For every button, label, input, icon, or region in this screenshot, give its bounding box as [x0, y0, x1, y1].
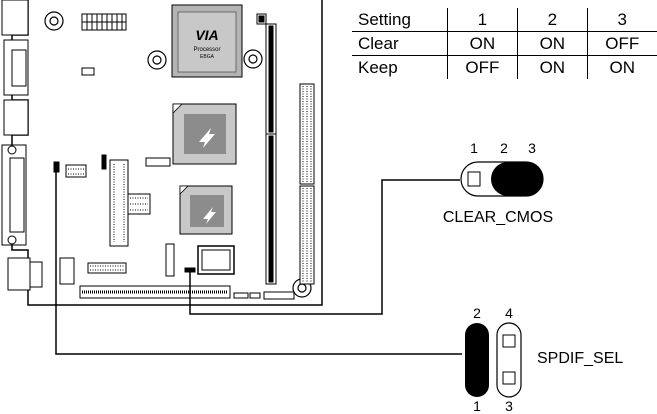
clear-cmos-settings-table: Setting 1 2 3 Clear ON ON OFF Keep OFF O… — [352, 8, 657, 79]
cpu-chip: VIA Processor EBGA — [171, 4, 243, 78]
memory-slots — [265, 23, 315, 285]
table-header-cell: 1 — [446, 8, 519, 32]
south-bridge-chip — [179, 185, 233, 235]
table-cell: ON — [517, 31, 588, 56]
cpu-logo: VIA — [195, 27, 218, 43]
north-bridge-chip — [172, 103, 237, 165]
table-header-cell: Setting — [352, 8, 448, 32]
pci-slot — [79, 285, 231, 299]
spdif-sel-jumper[interactable]: 2 4 1 3 SPDIF_SEL — [465, 305, 623, 414]
spdif-sel-label: SPDIF_SEL — [537, 350, 623, 367]
table-cell: OFF — [586, 31, 657, 56]
table-header-cell: 2 — [517, 8, 588, 32]
spdif-pin3-label: 3 — [505, 398, 513, 414]
table-cell: OFF — [446, 55, 519, 79]
table-header-cell: 3 — [586, 8, 657, 32]
leader-line-spdif-sel — [55, 172, 462, 355]
clear-cmos-pin3-label: 3 — [528, 140, 536, 156]
table-cell: ON — [586, 55, 657, 79]
cpu-label-package: EBGA — [200, 54, 215, 60]
leader-lines — [55, 172, 462, 355]
spdif-pin1-label: 1 — [473, 398, 481, 414]
small-header-top — [256, 13, 267, 25]
top-power-connector — [81, 13, 127, 31]
table-header-row: Setting 1 2 3 — [352, 8, 657, 32]
table-row: Keep OFF ON ON — [352, 55, 657, 79]
clear-cmos-jumper[interactable]: 1 2 3 CLEAR_CMOS — [443, 140, 553, 226]
header-pins — [68, 164, 148, 271]
small-ic — [197, 245, 235, 275]
table-row: Clear ON ON OFF — [352, 31, 657, 56]
clear-cmos-pin1-label: 1 — [470, 140, 478, 156]
table-cell: ON — [446, 31, 519, 56]
cpu-label-processor: Processor — [193, 47, 220, 53]
clear-cmos-label: CLEAR_CMOS — [443, 209, 553, 226]
leader-line-clear-cmos — [189, 179, 460, 315]
io-connectors — [1, 0, 43, 291]
mounting-holes — [44, 11, 312, 298]
table-cell: ON — [517, 55, 588, 79]
spdif-pin2-label: 2 — [473, 305, 481, 321]
pin-headers — [53, 67, 295, 300]
table-cell: Clear — [352, 31, 448, 56]
spdif-pin4-label: 4 — [505, 305, 513, 321]
clear-cmos-pin2-label: 2 — [500, 140, 508, 156]
table-cell: Keep — [352, 55, 448, 79]
